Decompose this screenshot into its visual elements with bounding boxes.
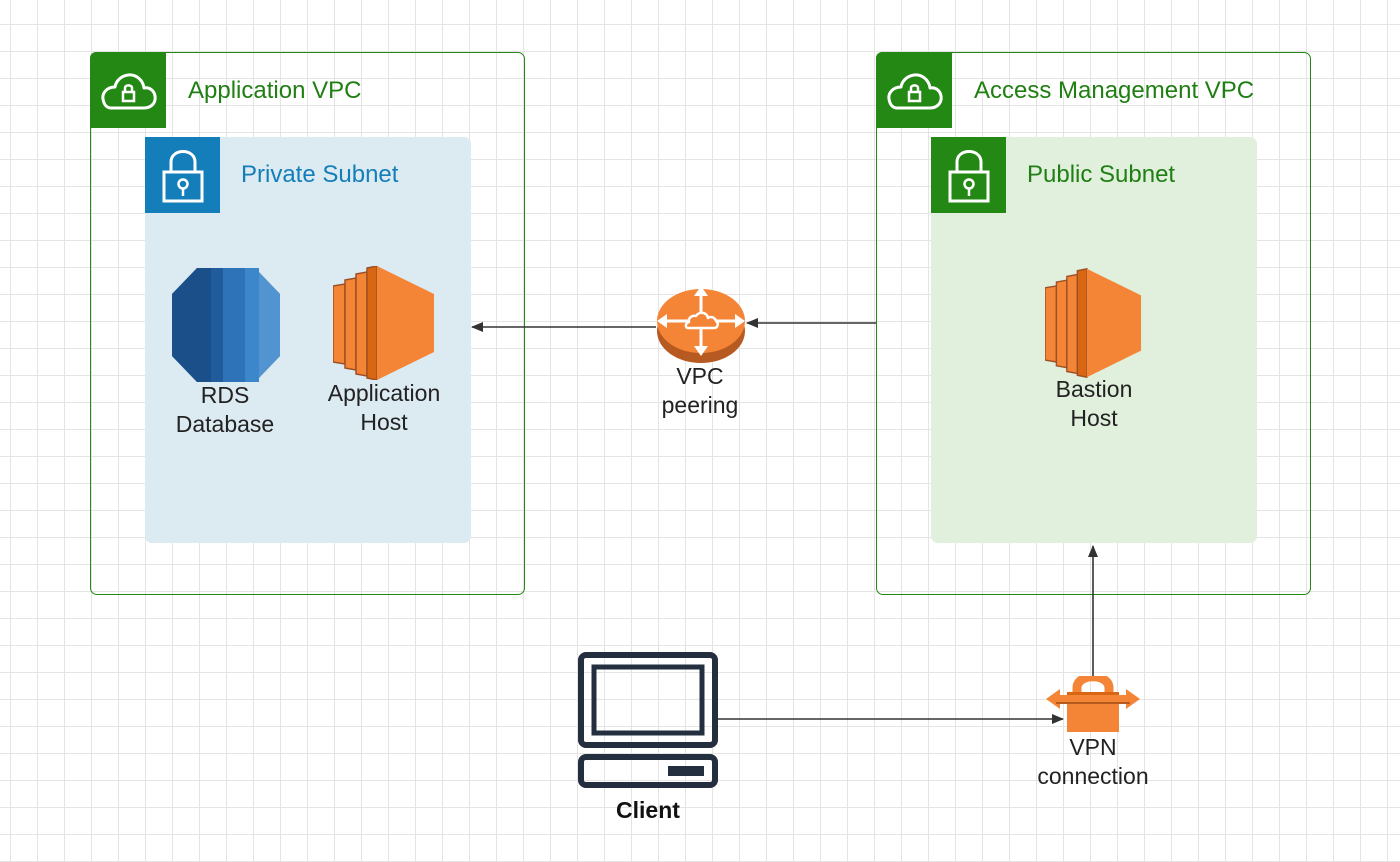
public-subnet-title: Public Subnet [1027, 161, 1176, 188]
bastion-host-label: Bastion Host [1055, 376, 1133, 431]
private-subnet-title: Private Subnet [241, 161, 399, 188]
ec2-instance-icon[interactable] [333, 266, 435, 380]
vpn-connection-icon[interactable] [1046, 676, 1140, 734]
cloud-lock-icon [90, 52, 166, 128]
access-management-vpc-title: Access Management VPC [974, 77, 1255, 104]
cloud-lock-icon [876, 52, 952, 128]
vpc-peering-router-icon[interactable] [655, 283, 747, 365]
padlock-icon [931, 137, 1006, 213]
padlock-icon [145, 137, 220, 213]
vpn-connection-label: VPN connection [1037, 734, 1149, 789]
rds-database-icon[interactable] [171, 268, 281, 384]
client-label: Client [616, 797, 680, 823]
application-host-label: Application Host [327, 380, 441, 435]
client-computer-icon[interactable] [578, 652, 718, 788]
application-vpc-title: Application VPC [188, 77, 362, 104]
rds-database-label: RDS Database [175, 382, 275, 437]
vpc-peering-label: VPC peering [661, 363, 739, 418]
ec2-instance-icon[interactable] [1045, 268, 1142, 378]
